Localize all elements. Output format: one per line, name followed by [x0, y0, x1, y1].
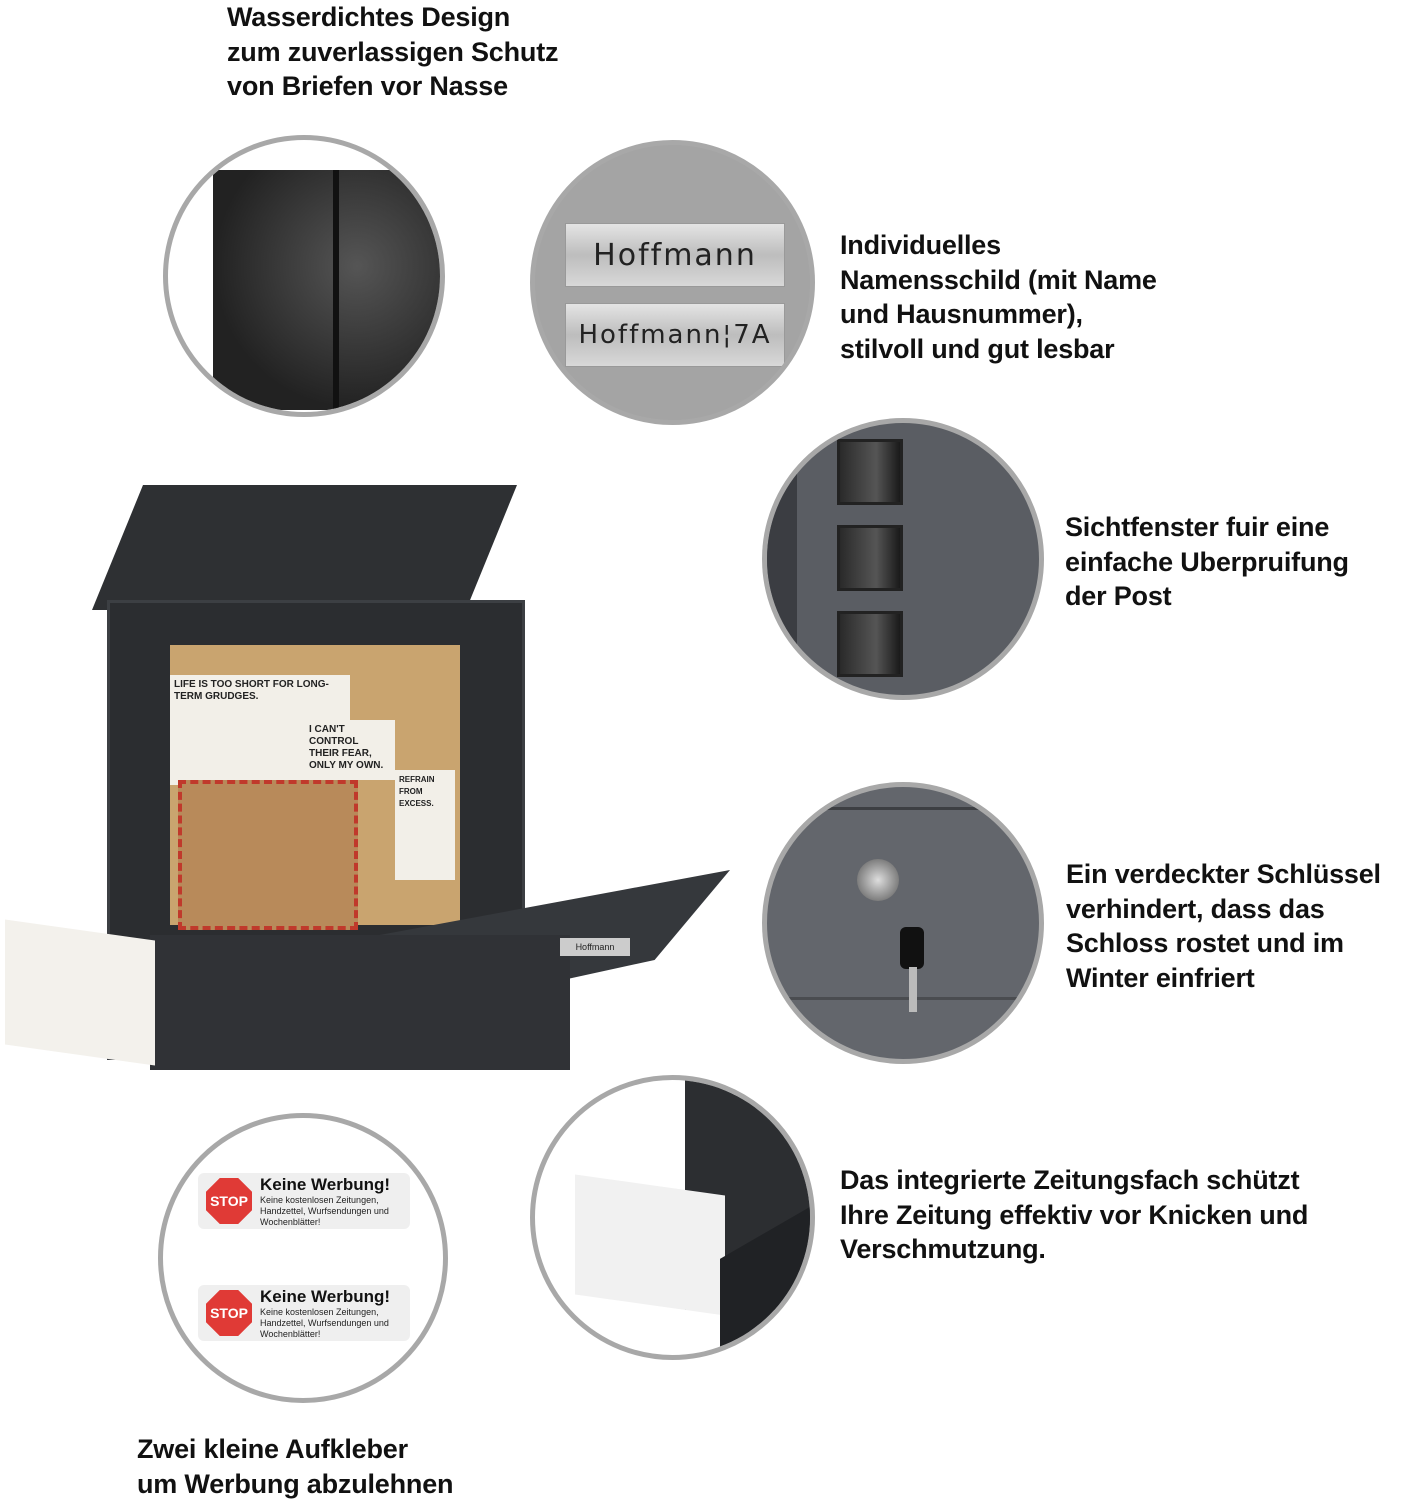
stickers-circle: STOP Keine Werbung!Keine kostenlosen Zei… [158, 1113, 448, 1403]
viewing-window-circle [762, 418, 1044, 700]
mailbox-front [150, 935, 570, 1070]
newspaper-compartment-circle [530, 1075, 815, 1360]
nameplate-detail-circle: Hoffmann Hoffmann¦7A [530, 140, 815, 425]
wet-mailbox-corner-image [213, 170, 440, 410]
envelope [178, 780, 358, 930]
stop-sign-icon: STOP [206, 1290, 252, 1336]
sticker-title: Keine Werbung! [260, 1286, 391, 1306]
newspaper-in-holder [5, 919, 155, 1066]
viewing-slot [837, 611, 903, 677]
nameplate-name: Hoffmann [565, 223, 785, 287]
mailbox-lid [92, 485, 517, 610]
mailbox-nameplate: Hoffmann [560, 938, 630, 956]
sticker-title: Keine Werbung! [260, 1174, 391, 1194]
mailbox-product-image: LIFE IS TOO SHORT FOR LONG-TERM GRUDGES.… [0, 480, 740, 1080]
nameplate-name-number: Hoffmann¦7A [565, 303, 785, 367]
newspaper-headline: REFRAIN FROM EXCESS. [395, 770, 455, 880]
viewing-slot [837, 525, 903, 591]
sticker-body: Keine kostenlosen Zeitungen, Handzettel,… [260, 1306, 389, 1339]
lock-cylinder-icon [857, 859, 899, 901]
no-ads-sticker: STOP Keine Werbung!Keine kostenlosen Zei… [198, 1173, 410, 1229]
viewing-slot [837, 439, 903, 505]
key-icon [900, 927, 924, 969]
lock-detail-circle [762, 782, 1044, 1064]
sticker-body: Keine kostenlosen Zeitungen, Handzettel,… [260, 1194, 389, 1227]
no-ads-sticker: STOP Keine Werbung!Keine kostenlosen Zei… [198, 1285, 410, 1341]
stop-sign-icon: STOP [206, 1178, 252, 1224]
newspaper-headline: I CAN'T CONTROL THEIR FEAR, ONLY MY OWN. [305, 720, 395, 780]
waterproof-detail-circle [163, 135, 445, 417]
